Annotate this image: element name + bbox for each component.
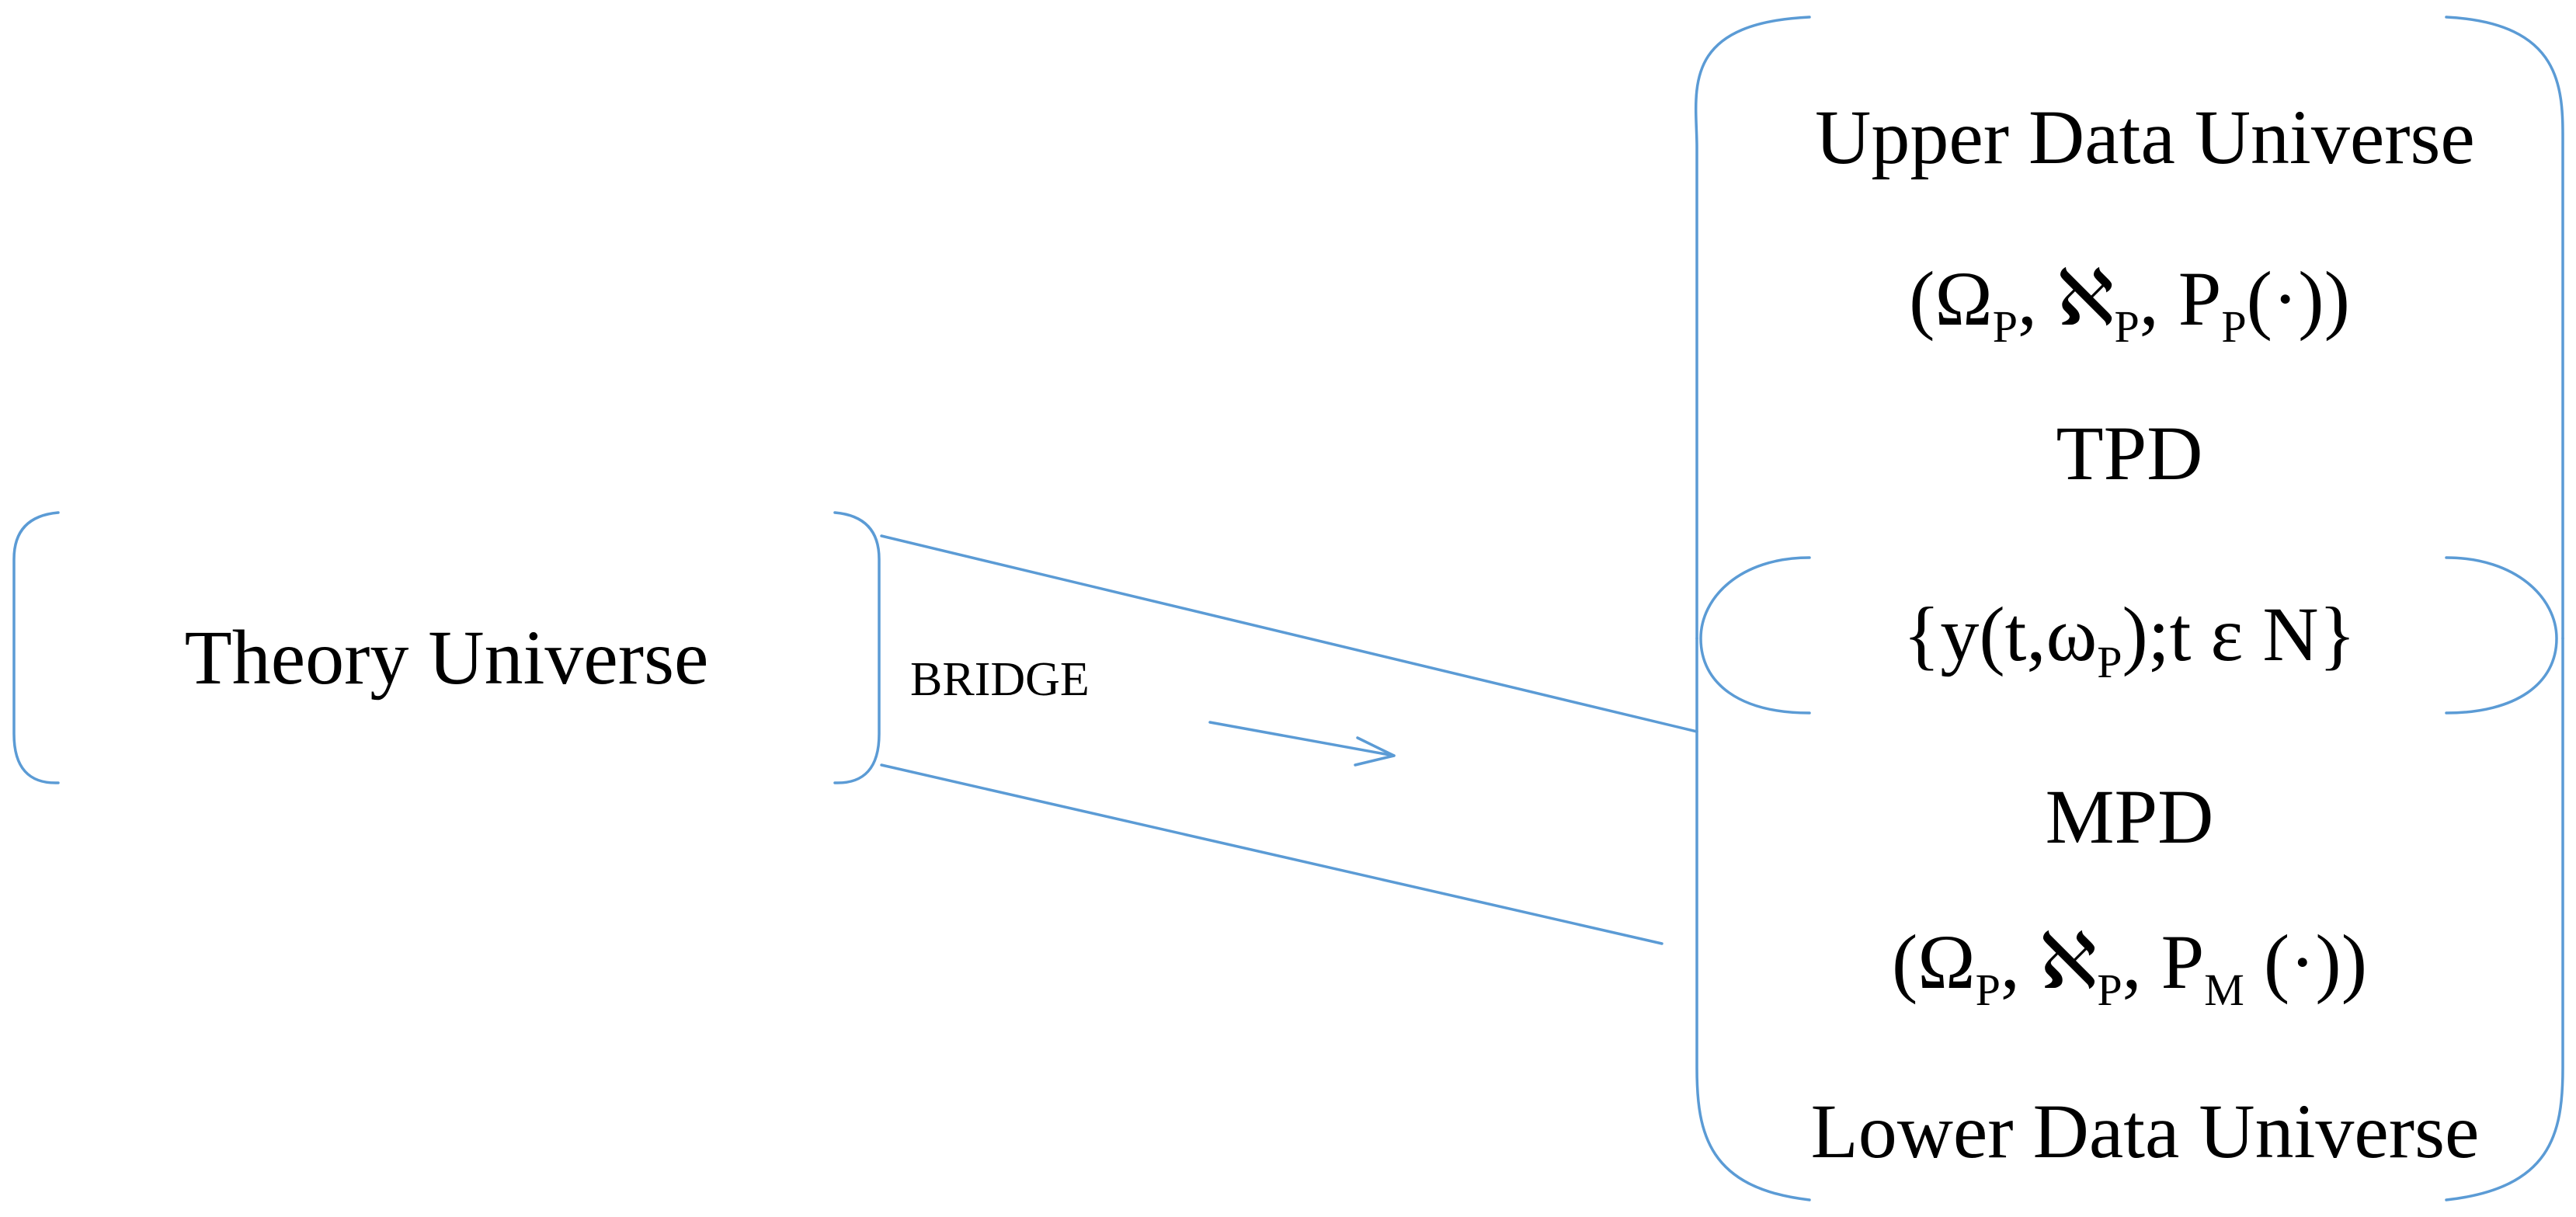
theory-bracket-right [833,511,881,784]
upper-formula-sub-p: P [2221,301,2246,352]
upper-probability-space: (ΩP, ℵP, PP(·)) [1909,256,2350,352]
process-formula-open: {y(t,ω [1903,591,2097,677]
upper-data-universe-bracket-left [1694,16,1811,640]
bridge-line-upper [880,534,1698,733]
upper-formula-sub-aleph: P [2115,301,2140,352]
upper-formula-close: (·)) [2247,256,2350,342]
theory-universe-bracket-left [12,511,60,784]
lower-data-universe-bracket-right [2445,637,2564,1201]
process-bracket-left [1699,556,1811,715]
theory-universe-label: Theory Universe [185,614,709,701]
process-formula-sub: P [2097,637,2122,687]
upper-formula-open: (Ω [1909,256,1993,342]
lower-formula-sub-omega: P [1976,965,2001,1015]
bridge-arrow [1208,721,1396,767]
bridge-arrow-shaft [1208,721,1396,757]
bridge-arrow-head [1354,736,1396,767]
lower-formula-sub-aleph: P [2097,965,2122,1015]
theory-bracket-left [12,511,60,784]
upper-formula-sub-omega: P [1993,301,2018,352]
lower-data-universe-bracket-left [1695,637,1811,1201]
lower-probability-space: (ΩP, ℵP, PM (·)) [1892,919,2367,1015]
bridge-label: BRIDGE [910,653,1090,706]
lower-formula-aleph: , ℵ [2001,919,2098,1005]
upper-data-universe-label: Upper Data Universe [1815,94,2475,180]
bridge-line-lower [880,763,1663,945]
mpd-label: MPD [2046,774,2214,860]
lower-formula-open: (Ω [1892,919,1976,1005]
process-formula: {y(t,ωP);t ε N} [1903,591,2355,687]
upper-data-universe-bracket-right [2445,16,2564,640]
lower-formula-sub-m: M [2204,965,2244,1015]
lower-formula-p: , P [2122,919,2205,1005]
lower-data-universe-label: Lower Data Universe [1811,1088,2480,1174]
lower-formula-close: (·)) [2244,919,2367,1005]
upper-formula-aleph: , ℵ [2018,256,2115,342]
process-bracket-right [2445,556,2558,715]
theory-universe-bracket-right [833,511,881,784]
upper-formula-p: , P [2140,256,2222,342]
tpd-label: TPD [2056,410,2203,496]
process-formula-close: );t ε N} [2122,591,2356,677]
